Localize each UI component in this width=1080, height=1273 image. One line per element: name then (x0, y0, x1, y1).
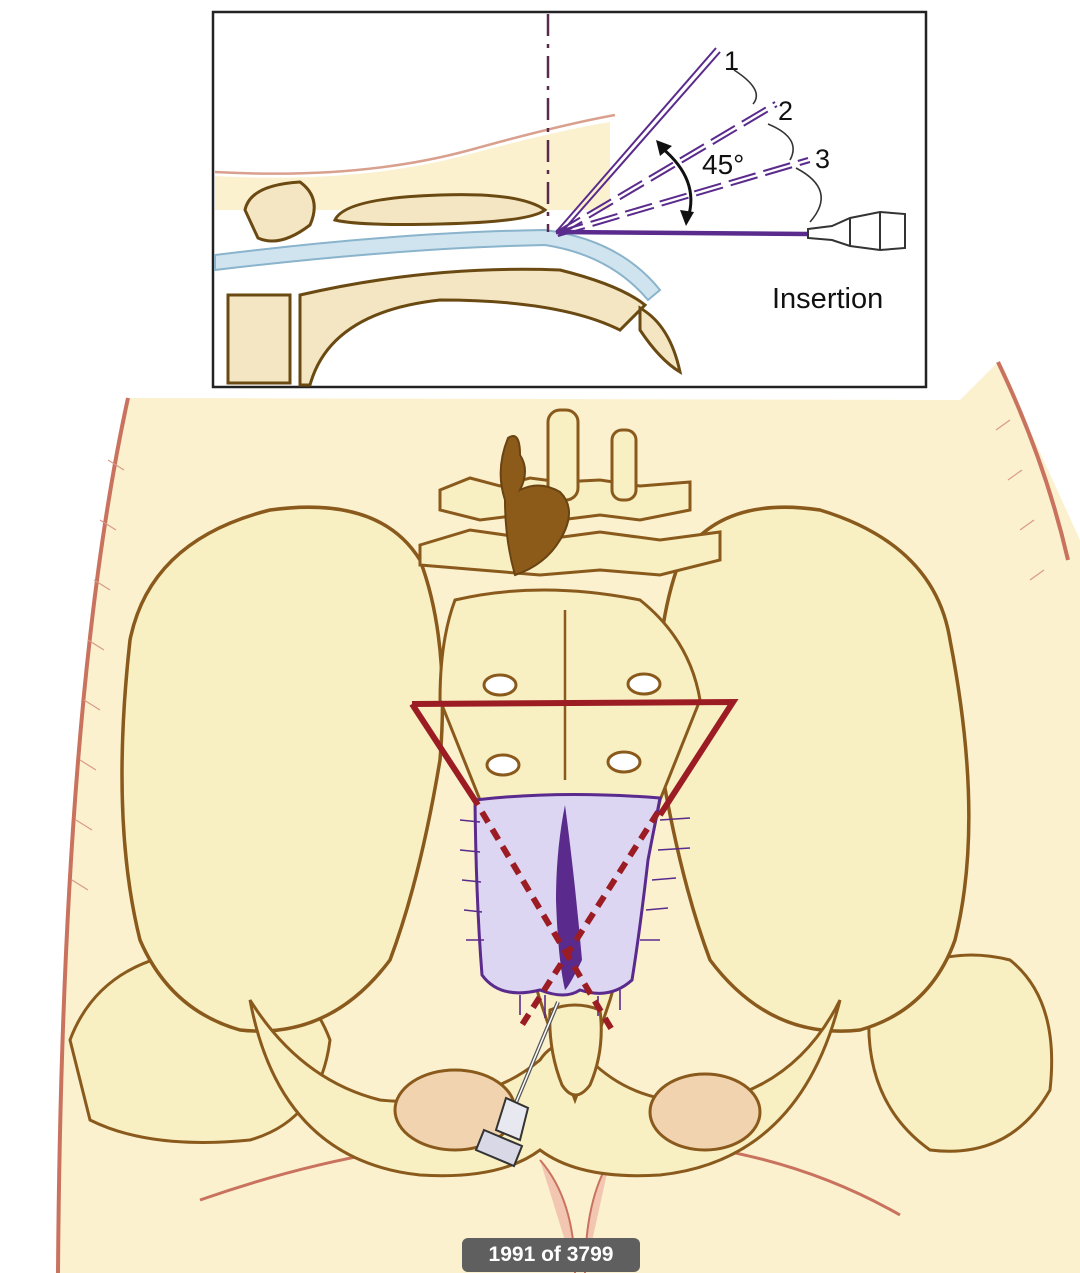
sacral-hiatus (556, 805, 582, 990)
needle-position-1 (555, 47, 721, 235)
inset-coccyx (638, 305, 683, 376)
arc-1-2 (733, 69, 758, 105)
inset-lower-vertebra (226, 293, 292, 385)
sacral-foramen-1r (626, 672, 662, 696)
needle-label-3: 3 (815, 144, 830, 174)
insertion-caption: Insertion (772, 283, 883, 315)
left-contour-hatching (71, 459, 125, 891)
left-ilium (120, 505, 445, 1033)
inset-spinal-canal (214, 228, 662, 302)
insertion-needle (555, 210, 906, 252)
coccyx (548, 1003, 603, 1097)
image-counter-badge: 1991 of 3799 (462, 1238, 640, 1272)
syringe-needle-icon (474, 1001, 560, 1168)
inset-sacrum-body (298, 267, 648, 387)
inset-skin-contour (214, 113, 616, 175)
needle-label-2: 2 (778, 96, 793, 126)
double-headed-arc-arrow-icon (656, 140, 694, 226)
dashed-guide-right (517, 810, 661, 1030)
sacral-foramen-2r (606, 750, 642, 774)
right-contour-hatching (995, 419, 1045, 581)
insertion-inset: 1 2 3 45° Insertion (211, 10, 928, 389)
right-obturator-foramen (648, 1072, 762, 1152)
dashed-guide-left (479, 810, 618, 1037)
inset-skin-fill (215, 122, 610, 210)
main-anatomy (56, 361, 1080, 1273)
landmark-triangle-left-edge (409, 702, 481, 807)
arc-2-3 (767, 123, 794, 161)
needle-position-3 (555, 157, 811, 237)
sacral-foramen-2l (485, 753, 521, 777)
needle-position-2 (555, 101, 778, 237)
landmark-triangle (411, 698, 739, 817)
inset-bone-small (243, 180, 316, 243)
angle-label: 45° (702, 149, 744, 180)
arc-3-insert (795, 167, 822, 223)
inset-bone-upper (332, 193, 548, 226)
right-ilium (655, 505, 971, 1033)
right-femur (867, 953, 1054, 1153)
right-body-contour (996, 361, 1070, 561)
sacral-foramen-1l (482, 673, 518, 697)
left-body-contour (56, 397, 130, 1273)
needle-label-1: 1 (724, 46, 739, 76)
ligament-fibers (459, 817, 691, 1018)
spinal-canal-shadow (499, 435, 570, 577)
